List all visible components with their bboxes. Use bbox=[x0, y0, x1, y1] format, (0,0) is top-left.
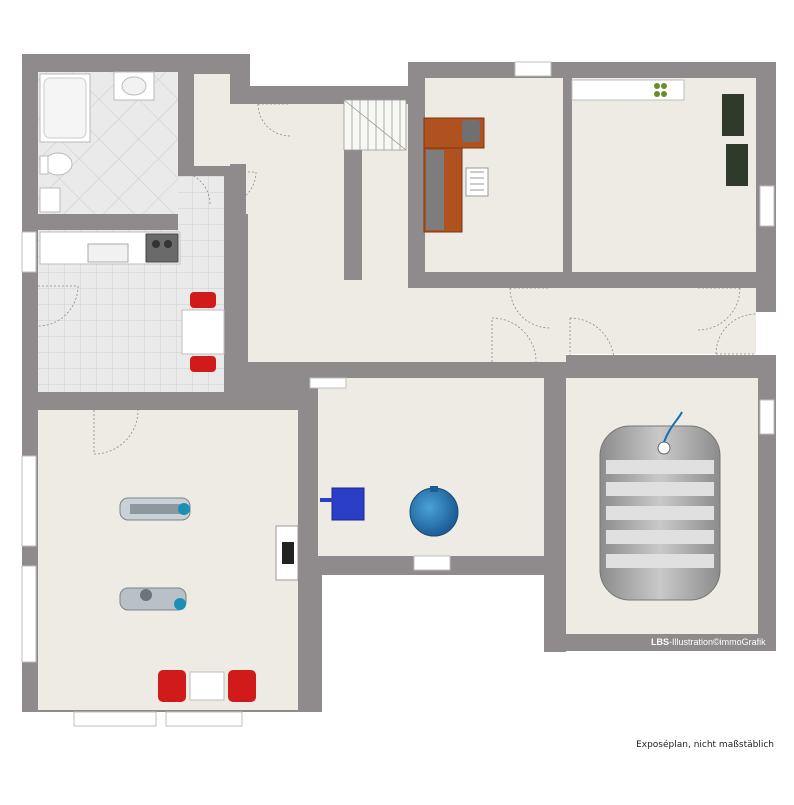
floors bbox=[38, 72, 758, 710]
wine-rack-1 bbox=[722, 94, 744, 136]
window-heating-south bbox=[413, 555, 451, 571]
window-ne-east bbox=[759, 185, 775, 227]
hall-floor-stair-wing bbox=[226, 104, 250, 164]
window-gym-south-1 bbox=[73, 711, 157, 727]
plan-caption: Exposéplan, nicht maßstäblich bbox=[636, 740, 774, 750]
wall-ne-south bbox=[552, 272, 698, 288]
kitchen-sink bbox=[87, 243, 129, 263]
door-gym bbox=[93, 409, 139, 455]
small-hall-floor bbox=[194, 74, 230, 166]
stove bbox=[145, 233, 179, 263]
window-hall-top bbox=[309, 377, 347, 389]
wall-office-ne bbox=[563, 78, 572, 278]
tank-pipe bbox=[663, 411, 683, 443]
window-gym-west-2 bbox=[21, 565, 37, 663]
wall-bath-kitchen bbox=[38, 214, 178, 230]
side-table bbox=[189, 671, 225, 701]
window-gym-south-2 bbox=[165, 711, 243, 727]
wall-hall-south-3 bbox=[620, 362, 776, 378]
dining-chair-top bbox=[190, 292, 216, 308]
wall-bath-hall bbox=[178, 72, 194, 172]
wall-gym-top-2 bbox=[144, 392, 248, 410]
window-office bbox=[514, 61, 552, 77]
armchair-right bbox=[228, 670, 256, 702]
shelf-top bbox=[571, 79, 685, 101]
dining-table bbox=[181, 309, 225, 355]
hall-floor-east bbox=[510, 288, 756, 354]
bathroom-fixtures bbox=[39, 71, 155, 213]
shower-tray bbox=[39, 187, 61, 213]
wall-heating-left bbox=[298, 378, 318, 712]
wall-office-south bbox=[408, 272, 512, 288]
wall-kitchen-hall bbox=[224, 214, 248, 408]
illustration-credit: LBS-Illustration©immoGrafik bbox=[651, 637, 766, 647]
door-heating bbox=[491, 317, 537, 363]
doors bbox=[37, 103, 757, 455]
windows bbox=[21, 61, 775, 727]
office-chair bbox=[462, 120, 480, 142]
wall-tank-left bbox=[544, 362, 566, 652]
office-furniture bbox=[423, 117, 489, 233]
storage-furniture bbox=[571, 79, 748, 186]
door-east-exit bbox=[715, 313, 757, 355]
desk-panel bbox=[426, 150, 444, 230]
door-bath bbox=[177, 171, 211, 205]
gym-equipment bbox=[119, 497, 299, 702]
tank-cap bbox=[657, 441, 671, 455]
door-kitchen bbox=[223, 171, 257, 205]
water-boiler bbox=[409, 487, 459, 537]
door-ne bbox=[697, 287, 741, 331]
pump-unit bbox=[331, 487, 365, 521]
credit-brand: LBS bbox=[651, 637, 669, 647]
oil-tank bbox=[599, 411, 721, 601]
dining-chair-bottom bbox=[190, 356, 216, 372]
door-kitchen-west bbox=[37, 285, 79, 327]
window-kitchen-west bbox=[21, 231, 37, 273]
door-tank bbox=[569, 317, 615, 363]
credit-text: -Illustration©immoGrafik bbox=[669, 637, 766, 647]
door-hall-top bbox=[257, 103, 291, 137]
kitchen-fixtures bbox=[39, 231, 225, 372]
wine-rack-2 bbox=[726, 144, 748, 186]
door-office bbox=[509, 287, 551, 329]
wall-hall-stub bbox=[344, 150, 362, 280]
staircase bbox=[343, 99, 407, 151]
heating-equipment bbox=[320, 486, 459, 537]
window-tank-east bbox=[759, 399, 775, 435]
armchair-left bbox=[158, 670, 186, 702]
kitchen-entry-floor bbox=[178, 176, 224, 220]
wall-gym-top bbox=[22, 392, 92, 410]
exercise-bike bbox=[119, 587, 187, 611]
wall-hall-south bbox=[246, 362, 492, 378]
gym-room-floor bbox=[38, 410, 298, 710]
window-gym-west-1 bbox=[21, 455, 37, 547]
printer bbox=[465, 167, 489, 197]
partition-walls bbox=[22, 72, 776, 712]
